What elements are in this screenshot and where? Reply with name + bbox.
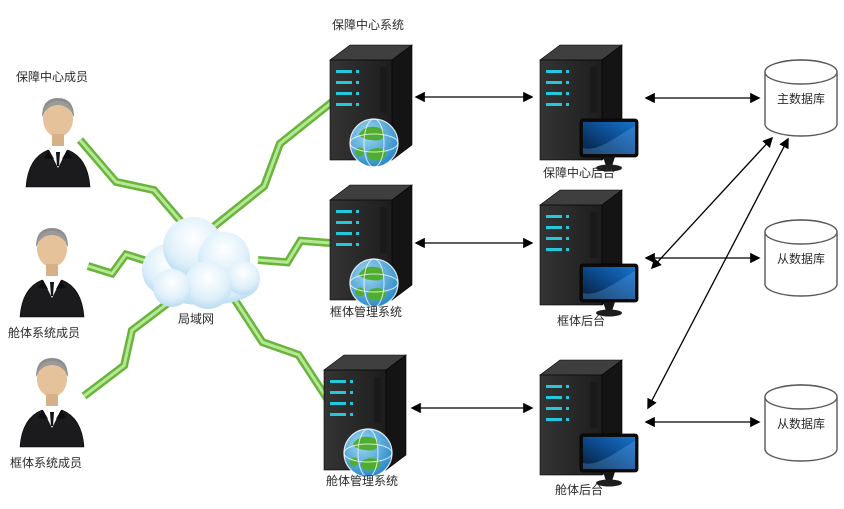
database-slave2-label: 从数据库 <box>776 417 825 431</box>
web-server-cabin-label: 舱体管理系统 <box>326 474 399 488</box>
backend-server-support-center-icon <box>539 44 639 172</box>
backend-cabin-label: 舱体后台 <box>555 483 604 497</box>
user-frame-system-icon <box>19 357 85 448</box>
web-server-frame-icon <box>329 184 413 308</box>
user-cabin-system-label: 舱体系统成员 <box>8 326 81 340</box>
lightning-bolts <box>76 98 335 403</box>
lan-label: 局域网 <box>178 312 215 326</box>
backend-server-cabin-icon <box>539 359 639 487</box>
web-server-support-center-label: 保障中心系统 <box>332 18 405 32</box>
backend-frame-label: 框体后台 <box>557 314 606 328</box>
web-server-frame-label: 框体管理系统 <box>330 305 403 319</box>
lan-cloud-icon <box>142 217 260 309</box>
database-slave1-label: 从数据库 <box>776 252 825 266</box>
web-server-cabin-icon <box>323 354 407 478</box>
user-cabin-system-icon <box>19 227 85 318</box>
backend-support-center-label: 保障中心后台 <box>543 166 616 180</box>
user-support-center-label: 保障中心成员 <box>16 70 89 84</box>
user-frame-system-label: 框体系统成员 <box>10 456 83 470</box>
web-server-support-center-icon <box>329 44 413 168</box>
database-master-label: 主数据库 <box>776 92 825 106</box>
backend-server-frame-icon <box>539 189 639 317</box>
connection-arrows <box>410 91 789 428</box>
